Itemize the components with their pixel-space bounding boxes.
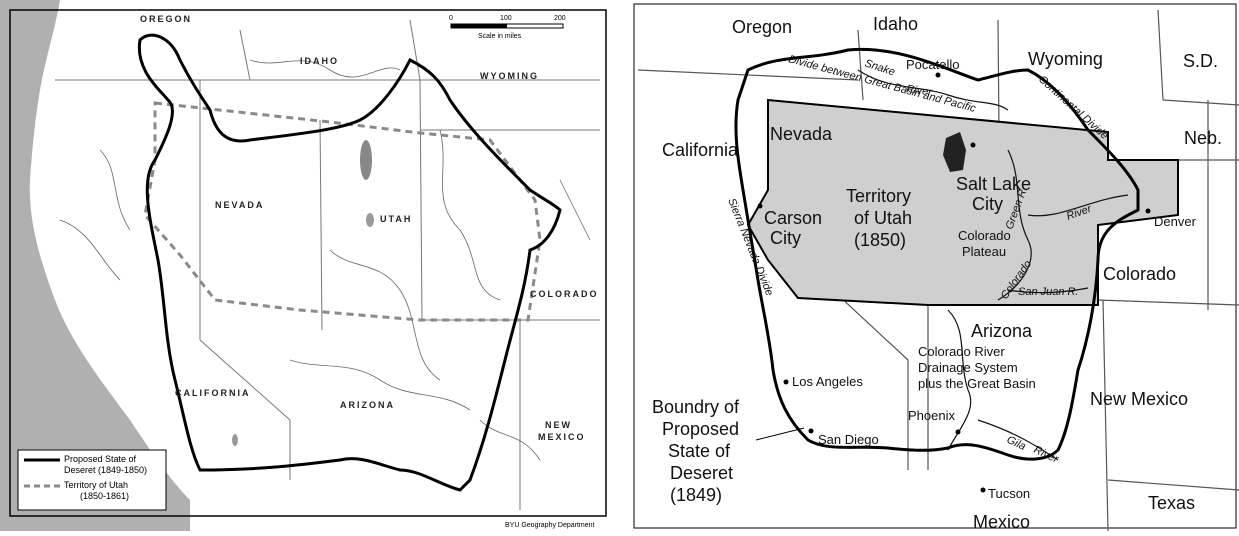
label-new-mexico-2: MEXICO: [538, 432, 586, 442]
legend: Proposed State of Deseret (1849-1850) Te…: [17, 449, 167, 511]
label-r-idaho: Idaho: [873, 14, 918, 34]
scale-bar: 0 100 200 Scale in miles: [449, 15, 566, 40]
label-los-angeles: Los Angeles: [792, 374, 863, 389]
label-r-california: California: [662, 140, 739, 160]
label-boundry-5: (1849): [670, 485, 722, 505]
label-r-oregon: Oregon: [732, 17, 792, 37]
scale-tick-0: 0: [449, 15, 453, 22]
label-utah: UTAH: [380, 214, 412, 224]
label-arizona: ARIZONA: [340, 400, 395, 410]
boundry-leader-line: [755, 427, 805, 441]
legend-utah-2: (1850-1861): [80, 491, 129, 501]
salton-sea: [232, 434, 238, 446]
label-r-new-mexico: New Mexico: [1090, 389, 1188, 409]
label-r-nevada: Nevada: [770, 124, 833, 144]
pacific-ocean: [0, 0, 190, 531]
label-territory-3: (1850): [854, 230, 906, 250]
label-drainage-1: Colorado River: [918, 344, 1005, 359]
rivers: [59, 59, 591, 461]
label-r-wyoming: Wyoming: [1028, 49, 1103, 69]
label-nevada: NEVADA: [215, 200, 264, 210]
label-tucson: Tucson: [988, 486, 1030, 501]
great-salt-lake-r: [943, 132, 966, 172]
label-r-neb: Neb.: [1184, 128, 1222, 148]
right-frame: [633, 3, 1237, 529]
label-salt-lake-2: City: [972, 194, 1003, 214]
label-r-texas: Texas: [1148, 493, 1195, 513]
label-wyoming: WYOMING: [480, 71, 539, 81]
label-idaho: IDAHO: [300, 56, 339, 66]
label-denver: Denver: [1154, 214, 1197, 229]
label-carson-2: City: [770, 228, 801, 248]
scale-tick-100: 100: [500, 15, 512, 22]
great-salt-lake: [360, 140, 372, 180]
label-plateau-2: Plateau: [962, 244, 1006, 259]
label-r-sd: S.D.: [1183, 51, 1218, 71]
legend-deseret-2: Deseret (1849-1850): [64, 465, 147, 475]
label-r-arizona: Arizona: [971, 321, 1033, 341]
city-dots: [757, 72, 1151, 493]
right-map: Oregon Idaho Wyoming S.D. Neb. Californi…: [628, 0, 1239, 532]
label-colorado: COLORADO: [530, 289, 599, 299]
label-drainage-3: plus the Great Basin: [918, 376, 1036, 391]
label-drainage-2: Drainage System: [918, 360, 1018, 375]
legend-utah-1: Territory of Utah: [64, 480, 128, 490]
utah-territory-boundary: [143, 101, 542, 322]
label-carson-1: Carson: [764, 208, 822, 228]
deseret-boundary-r: [734, 47, 1140, 461]
label-new-mexico-1: NEW: [545, 420, 572, 430]
utah-lake: [366, 213, 374, 227]
map-frame: [9, 9, 607, 517]
label-pocatello: Pocatello: [906, 57, 959, 72]
left-map: OREGON IDAHO WYOMING NEVADA UTAH COLORAD…: [0, 0, 610, 531]
credit: BYU Geography Department: [505, 522, 595, 529]
label-boundry-2: Proposed: [662, 419, 739, 439]
label-boundry-3: State of: [668, 441, 731, 461]
label-boundry-4: Deseret: [670, 463, 733, 483]
label-snake-2: River: [906, 83, 934, 99]
scale-tick-200: 200: [554, 15, 566, 22]
right-rivers: [857, 69, 1129, 461]
state-borders: [55, 19, 600, 510]
label-san-juan: San Juan R.: [1018, 286, 1079, 298]
label-boundry-1: Boundry of: [652, 397, 740, 417]
label-r-mexico: Mexico: [973, 512, 1030, 531]
label-oregon: OREGON: [140, 14, 192, 24]
scale-label: Scale in miles: [478, 33, 522, 40]
label-territory-1: Territory: [846, 186, 911, 206]
left-map-panel: OREGON IDAHO WYOMING NEVADA UTAH COLORAD…: [0, 0, 610, 531]
label-california: CALIFORNIA: [175, 388, 251, 398]
label-salt-lake-1: Salt Lake: [956, 174, 1031, 194]
label-r-colorado: Colorado: [1103, 264, 1176, 284]
label-plateau-1: Colorado: [958, 228, 1011, 243]
deseret-boundary: [137, 33, 562, 492]
right-map-panel: Oregon Idaho Wyoming S.D. Neb. Californi…: [628, 0, 1239, 532]
label-phoenix: Phoenix: [908, 408, 955, 423]
legend-deseret-1: Proposed State of: [64, 454, 137, 464]
label-territory-2: of Utah: [854, 208, 912, 228]
label-san-diego: San Diego: [818, 432, 879, 447]
